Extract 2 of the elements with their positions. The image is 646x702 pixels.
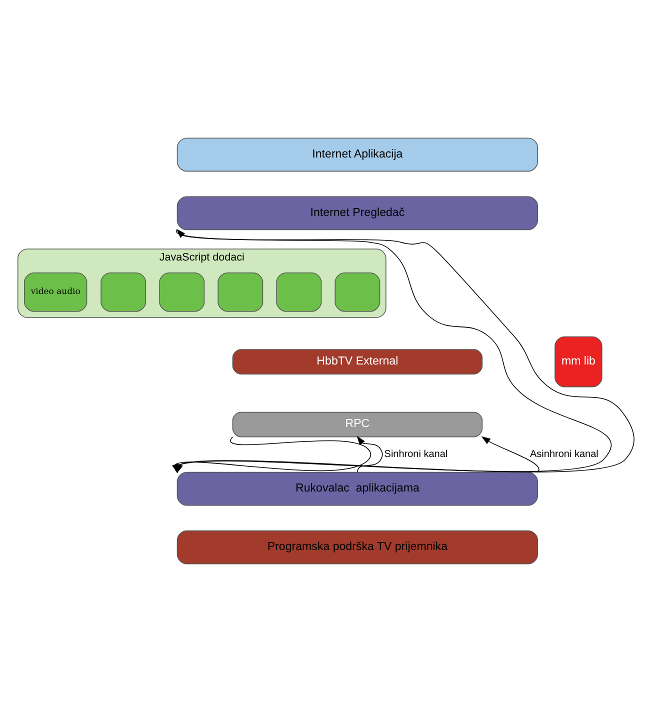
edge-label: Asinhroni kanal bbox=[530, 449, 598, 460]
edge-label: Sinhroni kanal bbox=[384, 449, 448, 460]
